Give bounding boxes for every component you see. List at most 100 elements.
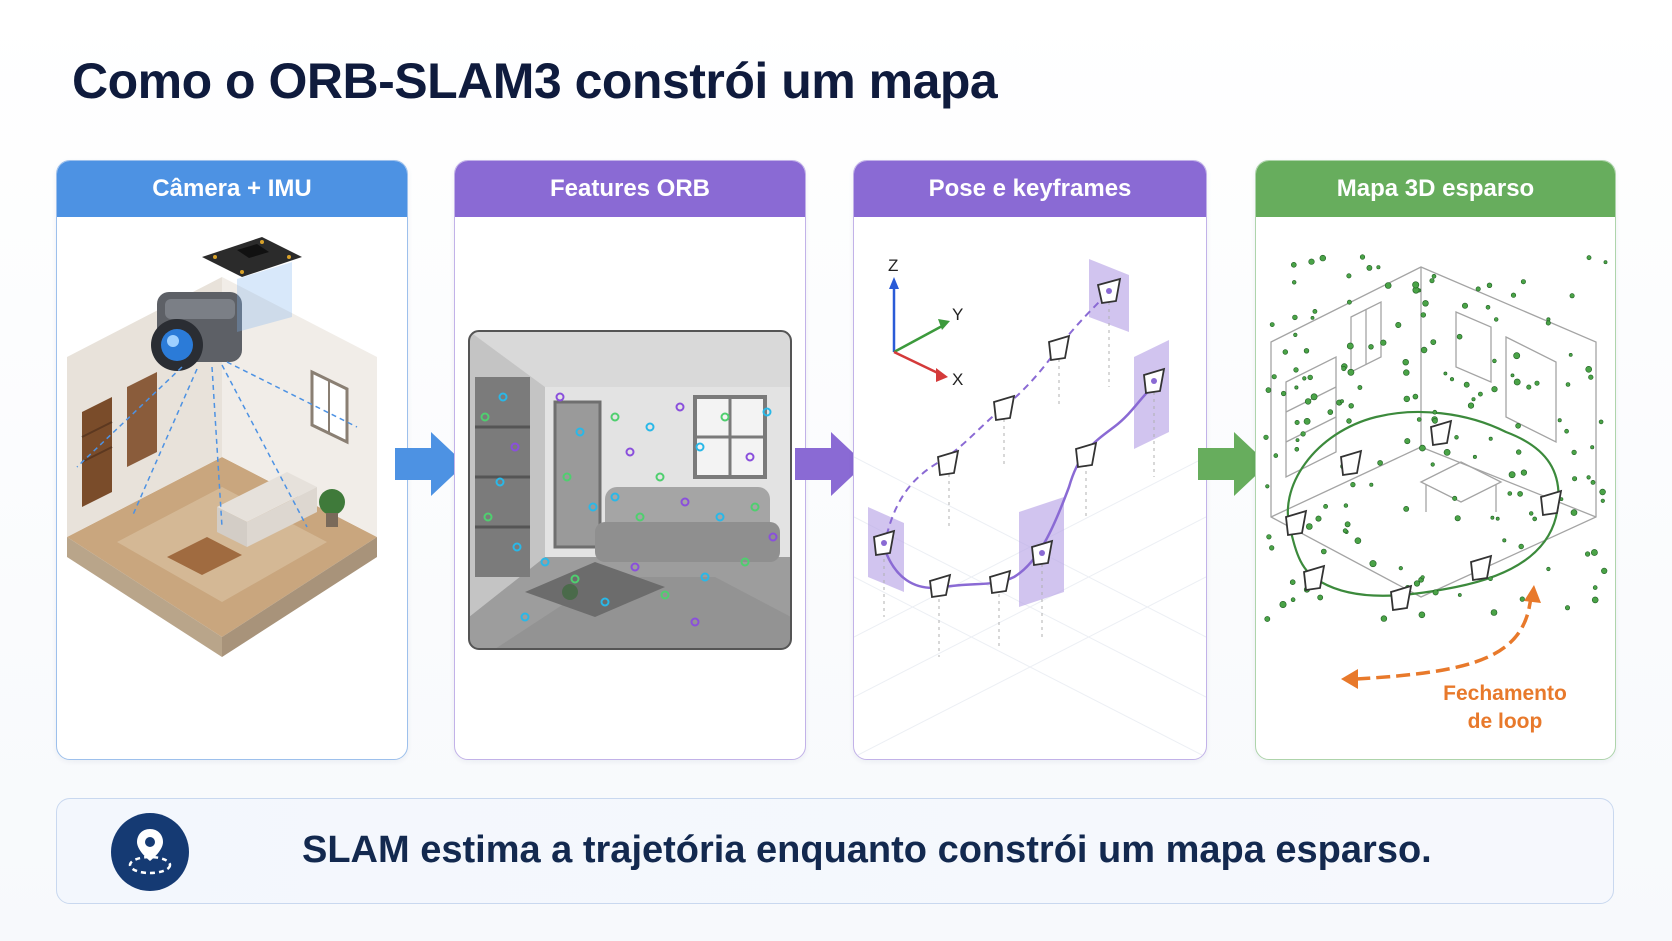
map-point	[1269, 545, 1275, 551]
map-point	[1413, 580, 1421, 587]
map-point	[1565, 382, 1571, 387]
map-point	[1585, 366, 1593, 373]
map-point	[1601, 567, 1608, 575]
map-point	[1290, 261, 1297, 268]
map-point	[1319, 254, 1327, 262]
map-point	[1534, 380, 1540, 386]
summary-banner: SLAM estima a trajetória enquanto constr…	[56, 798, 1614, 904]
map-point	[1463, 381, 1470, 388]
map-point	[1430, 339, 1437, 345]
map-point	[1585, 551, 1591, 557]
map-point	[1494, 317, 1499, 322]
map-point	[1398, 566, 1403, 571]
arrow-right-icon	[395, 432, 465, 496]
map-point	[1265, 484, 1270, 489]
map-point-cloud	[1263, 254, 1608, 622]
map-point	[1475, 286, 1481, 292]
map-point	[1305, 523, 1313, 530]
map-point	[1462, 302, 1469, 309]
map-point	[1369, 560, 1377, 568]
map-point	[1502, 538, 1507, 543]
sparse-map-illustration	[1256, 217, 1615, 759]
map-point	[1510, 373, 1515, 378]
map-point	[1586, 475, 1591, 480]
map-point	[1568, 352, 1573, 357]
map-point	[1395, 322, 1402, 329]
map-point	[1513, 352, 1521, 360]
map-point	[1420, 575, 1425, 580]
map-point	[1346, 418, 1352, 424]
map-point	[1590, 479, 1596, 485]
map-point	[1264, 616, 1271, 622]
map-point	[1545, 320, 1551, 326]
map-point	[1403, 369, 1410, 376]
map-point	[1403, 395, 1411, 403]
map-point	[1517, 491, 1523, 497]
map-point	[1402, 359, 1409, 366]
panel-header-features-orb: Features ORB	[455, 161, 805, 217]
axis-label-x: X	[952, 370, 963, 389]
map-point	[1315, 515, 1322, 522]
map-point	[1518, 543, 1524, 550]
panel-header-pose-keyframes: Pose e keyframes	[854, 161, 1206, 217]
map-point	[1491, 386, 1498, 393]
map-point	[1490, 515, 1495, 520]
map-point	[1303, 348, 1310, 354]
map-point	[1572, 476, 1578, 482]
map-point	[1347, 368, 1355, 376]
map-point	[1321, 548, 1327, 555]
map-point	[1350, 482, 1356, 488]
map-point	[1291, 280, 1297, 285]
map-point	[1292, 314, 1298, 321]
loop-closure-line2: de loop	[1467, 710, 1543, 733]
location-pin-icon	[111, 813, 189, 891]
map-point	[1571, 449, 1577, 455]
map-point	[1508, 471, 1516, 479]
map-point	[1295, 438, 1300, 443]
map-point	[1304, 398, 1312, 405]
map-point	[1432, 589, 1439, 596]
map-point	[1472, 454, 1477, 459]
map-point	[1384, 282, 1392, 289]
map-point	[1412, 281, 1420, 289]
map-point	[1412, 393, 1419, 400]
map-point	[1598, 419, 1604, 425]
map-point	[1591, 596, 1599, 604]
orb-features-illustration	[455, 217, 805, 759]
map-point	[1271, 374, 1277, 380]
map-point	[1586, 255, 1592, 261]
map-point	[1343, 503, 1349, 508]
map-point	[1281, 390, 1287, 397]
map-point	[1289, 579, 1296, 586]
map-point	[1404, 438, 1411, 445]
map-point	[1269, 322, 1275, 327]
map-point	[1266, 534, 1272, 540]
map-point	[1452, 495, 1458, 501]
map-point	[1302, 376, 1307, 381]
map-point	[1443, 448, 1451, 456]
map-point	[1570, 509, 1578, 516]
map-point	[1490, 609, 1498, 616]
map-point	[1380, 615, 1388, 622]
map-point	[1265, 387, 1272, 393]
map-point	[1420, 312, 1427, 318]
map-point	[1510, 292, 1517, 298]
axis-label-z: Z	[888, 256, 898, 275]
map-point	[1323, 503, 1328, 509]
map-point	[1516, 449, 1522, 455]
map-point	[1495, 516, 1500, 521]
map-point	[1368, 344, 1374, 350]
map-point	[1403, 505, 1410, 512]
map-point	[1279, 600, 1287, 608]
map-point	[1454, 435, 1459, 440]
map-point	[1599, 488, 1606, 496]
map-point	[1348, 403, 1354, 409]
panel-pose-keyframes: Pose e keyframes Z Y X	[853, 160, 1207, 760]
map-point	[1526, 384, 1532, 390]
map-point	[1341, 366, 1347, 372]
map-point	[1430, 462, 1435, 467]
map-point	[1592, 585, 1598, 590]
map-point	[1342, 528, 1348, 534]
panel-header-camera-imu: Câmera + IMU	[57, 161, 407, 217]
map-point	[1603, 260, 1608, 265]
